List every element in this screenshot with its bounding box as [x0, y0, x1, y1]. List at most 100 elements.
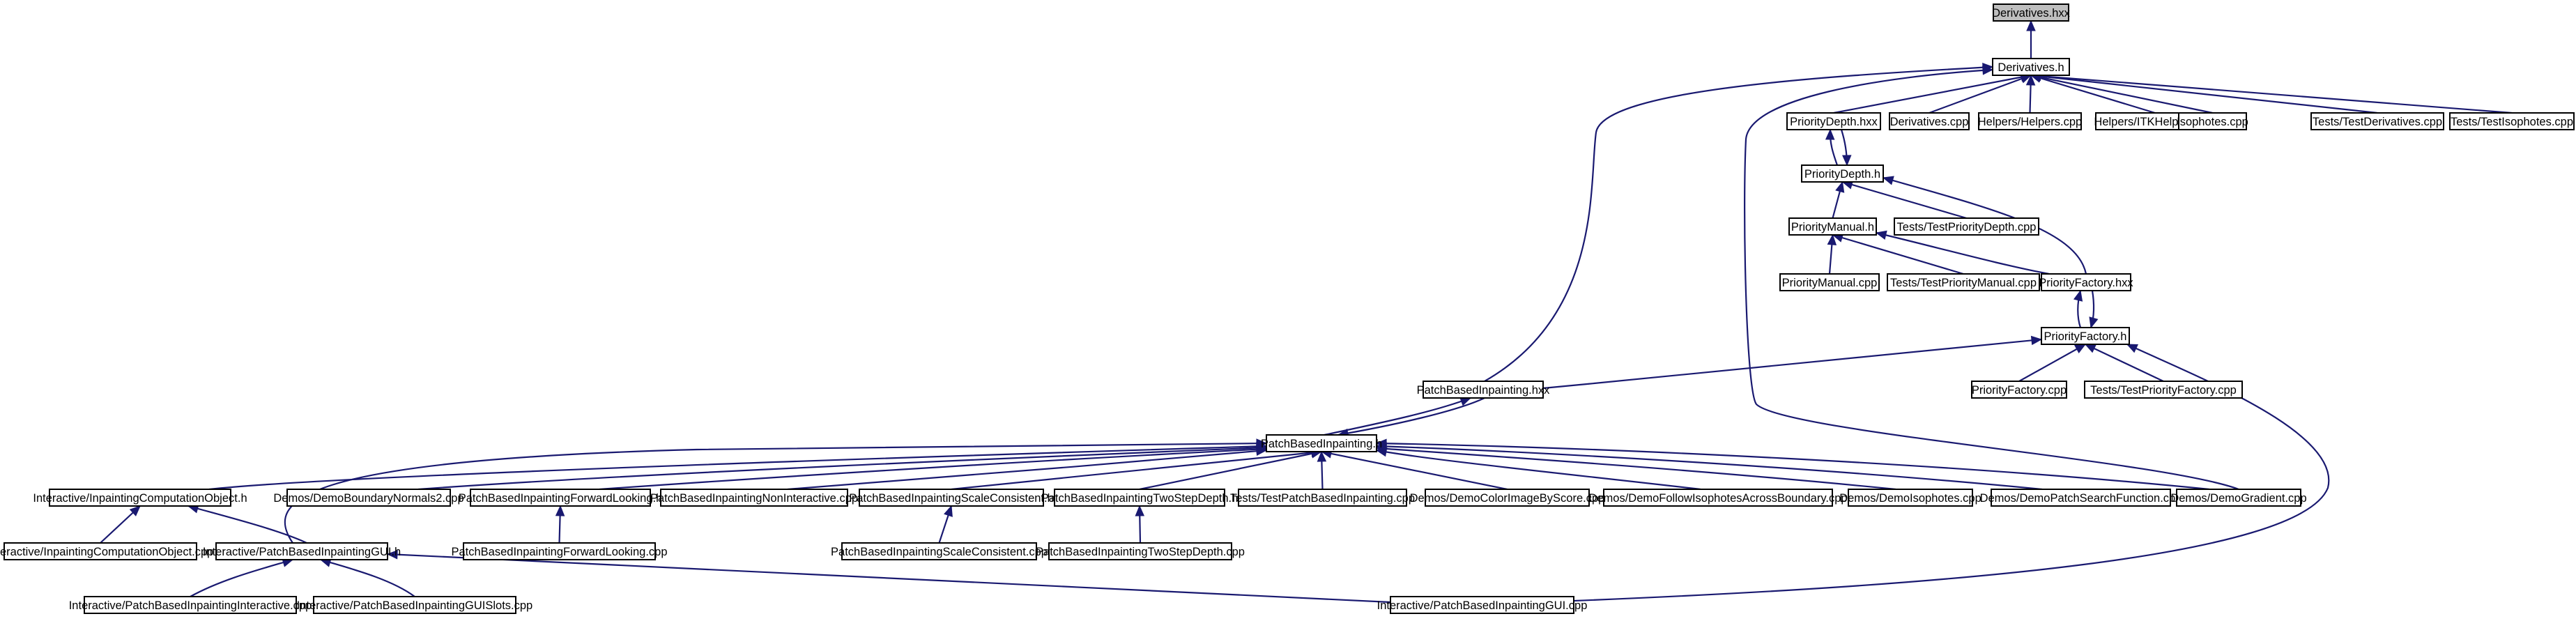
node-demos-demoisophotes-cpp-box[interactable] [1848, 489, 1973, 507]
node-helpers-helpers-cpp-box[interactable] [1978, 112, 2082, 130]
node-tests-testpatchbasedinpainting-cpp[interactable]: Tests/TestPatchBasedInpainting.cpp [1230, 489, 1415, 507]
node-patchbasedinpainting-h-box[interactable] [1266, 434, 1377, 452]
node-derivatives-h-box[interactable] [1992, 58, 2070, 76]
node-tests-testprioritydepth-cpp-box[interactable] [1894, 217, 2039, 236]
node-demos-demogradient-cpp-box[interactable] [2176, 489, 2301, 507]
node-patchbasedinpaintingscaleconsistent-h[interactable]: PatchBasedInpaintingScaleConsistent.h [849, 489, 1054, 507]
edge-demos-demoboundarynormals2-cpp-to-patchbasedinpainting-h-line [417, 446, 1267, 491]
node-derivatives-h[interactable]: Derivatives.h [1992, 58, 2070, 76]
node-prioritydepth-h-box[interactable] [1801, 164, 1884, 183]
node-patchbasedinpaintingforwardlooking-cpp-box[interactable] [463, 542, 656, 560]
node-derivatives-hxx-box[interactable] [1993, 3, 2069, 22]
node-patchbasedinpaintingnoninteractive-cpp[interactable]: PatchBasedInpaintingNonInteractive.cpp [650, 489, 858, 507]
node-tests-testisophotes-cpp[interactable]: Tests/TestIsophotes.cpp [2449, 112, 2575, 130]
node-priorityfactory-hxx[interactable]: PriorityFactory.hxx [2039, 273, 2133, 291]
node-tests-testisophotes-cpp-box[interactable] [2449, 112, 2575, 130]
node-interactive-patchbasedinpaintingguislots-cpp-box[interactable] [313, 596, 516, 614]
node-derivatives-hxx[interactable]: Derivatives.hxx [1992, 3, 2071, 22]
node-demos-demopatchsearchfunction-cpp-box[interactable] [1991, 489, 2171, 507]
edge-interactive-patchbasedinpaintinggui-h-to-interactive-inpaintingcomputationobject-h-line [187, 505, 307, 544]
edge-patchbasedinpaintingforwardlooking-cpp-to-patchbasedinpaintingforwardlooking-h-arrowhead-shape [555, 505, 565, 516]
node-tests-testprioritymanual-cpp-box[interactable] [1887, 273, 2040, 291]
edge-demos-demogradient-cpp-to-patchbasedinpainting-h [1375, 438, 2210, 491]
node-interactive-inpaintingcomputationobject-h-box[interactable] [49, 489, 231, 507]
node-prioritymanual-cpp[interactable]: PriorityManual.cpp [1779, 273, 1880, 291]
edge-tests-testprioritymanual-cpp-to-prioritymanual-h-line [1832, 233, 1964, 275]
node-patchbasedinpaintingforwardlooking-cpp[interactable]: PatchBasedInpaintingForwardLooking.cpp [451, 542, 668, 560]
node-demos-demofollowisophotesacrossboundary-cpp[interactable]: Demos/DemoFollowIsophotesAcrossBoundary.… [1588, 489, 1848, 507]
node-interactive-patchbasedinpaintinginteractive-cpp-box[interactable] [84, 596, 297, 614]
node-prioritymanual-h[interactable]: PriorityManual.h [1788, 217, 1877, 236]
node-patchbasedinpaintingforwardlooking-h[interactable]: PatchBasedInpaintingForwardLooking.h [459, 489, 663, 507]
node-tests-testpatchbasedinpainting-cpp-box[interactable] [1238, 489, 1407, 507]
edge-priorityfactory-cpp-to-priorityfactory-h-line [2018, 344, 2086, 382]
node-derivatives-cpp[interactable]: Derivatives.cpp [1889, 112, 1970, 130]
node-priorityfactory-cpp-box[interactable] [1971, 381, 2067, 399]
node-demos-democolorimagebyscore-cpp[interactable]: Demos/DemoColorImageByScore.cpp [1410, 489, 1605, 507]
node-demos-demoisophotes-cpp[interactable]: Demos/DemoIsophotes.cpp [1839, 489, 1981, 507]
node-interactive-patchbasedinpaintinggui-h-box[interactable] [215, 542, 388, 560]
node-interactive-inpaintingcomputationobject-cpp[interactable]: Interactive/InpaintingComputationObject.… [0, 542, 213, 560]
node-patchbasedinpaintingtwostepdepth-cpp[interactable]: PatchBasedInpaintingTwoStepDepth.cpp [1036, 542, 1245, 560]
node-patchbasedinpaintingnoninteractive-cpp-box[interactable] [660, 489, 848, 507]
edge-priorityfactory-cpp-to-priorityfactory-h-arrowhead-shape [2074, 344, 2087, 353]
node-patchbasedinpaintingforwardlooking-h-box[interactable] [470, 489, 651, 507]
node-isophotes-cpp-box[interactable] [2178, 112, 2247, 130]
node-patchbasedinpainting-hxx-box[interactable] [1423, 381, 1544, 399]
edge-demos-demofollowisophotesacrossboundary-cpp-to-patchbasedinpainting-h-line [1376, 449, 1701, 491]
edge-priorityfactory-hxx-to-prioritymanual-h [1875, 230, 2050, 275]
edge-patchbasedinpainting-hxx-to-derivatives-h-line [1484, 66, 1993, 382]
node-derivatives-cpp-box[interactable] [1889, 112, 1970, 130]
node-derivatives-cpp-label: Derivatives.cpp [1890, 116, 1969, 128]
node-patchbasedinpaintingscaleconsistent-h-box[interactable] [859, 489, 1044, 507]
node-interactive-patchbasedinpaintinginteractive-cpp[interactable]: Interactive/PatchBasedInpaintingInteract… [69, 596, 312, 614]
node-demos-demogradient-cpp[interactable]: Demos/DemoGradient.cpp [2170, 489, 2307, 507]
node-prioritymanual-cpp-box[interactable] [1779, 273, 1880, 291]
node-patchbasedinpaintingscaleconsistent-cpp-box[interactable] [841, 542, 1037, 560]
node-patchbasedinpaintingscaleconsistent-cpp[interactable]: PatchBasedInpaintingScaleConsistent.cpp [831, 542, 1048, 560]
node-patchbasedinpaintingtwostepdepth-cpp-box[interactable] [1048, 542, 1232, 560]
edge-patchbasedinpaintingnoninteractive-cpp-to-patchbasedinpainting-h-line [787, 449, 1267, 491]
node-demos-demofollowisophotesacrossboundary-cpp-box[interactable] [1603, 489, 1833, 507]
node-tests-testprioritymanual-cpp[interactable]: Tests/TestPriorityManual.cpp [1887, 273, 2040, 291]
edge-isophotes-cpp-to-derivatives-h [2030, 72, 2213, 114]
node-priorityfactory-h[interactable]: PriorityFactory.h [2041, 327, 2130, 345]
node-prioritydepth-hxx-box[interactable] [1786, 112, 1881, 130]
node-interactive-patchbasedinpaintinggui-cpp[interactable]: Interactive/PatchBasedInpaintingGUI.cpp [1377, 596, 1588, 614]
node-patchbasedinpaintingtwostepdepth-h-box[interactable] [1054, 489, 1225, 507]
node-priorityfactory-hxx-box[interactable] [2041, 273, 2131, 291]
edge-priorityfactory-hxx-to-prioritymanual-h-arrowhead-shape [1875, 230, 1887, 240]
edge-tests-testprioritydepth-cpp-to-prioritydepth-h-line [1842, 181, 1967, 220]
node-priorityfactory-h-box[interactable] [2041, 327, 2130, 345]
node-tests-testderivatives-cpp[interactable]: Tests/TestDerivatives.cpp [2310, 112, 2444, 130]
node-tests-testderivatives-cpp-box[interactable] [2310, 112, 2444, 130]
node-prioritydepth-h[interactable]: PriorityDepth.h [1801, 164, 1884, 183]
edge-tests-testpatchbasedinpainting-cpp-to-patchbasedinpainting-h [1317, 450, 1327, 490]
node-patchbasedinpaintingscaleconsistent-h-label: PatchBasedInpaintingScaleConsistent.h [849, 492, 1054, 505]
node-patchbasedinpaintingtwostepdepth-h[interactable]: PatchBasedInpaintingTwoStepDepth.h [1041, 489, 1239, 507]
node-prioritymanual-h-box[interactable] [1788, 217, 1877, 236]
node-patchbasedinpainting-hxx[interactable]: PatchBasedInpainting.hxx [1417, 381, 1551, 399]
node-tests-testprioritydepth-cpp[interactable]: Tests/TestPriorityDepth.cpp [1894, 217, 2039, 236]
node-priorityfactory-cpp[interactable]: PriorityFactory.cpp [1971, 381, 2067, 399]
node-interactive-inpaintingcomputationobject-cpp-box[interactable] [3, 542, 197, 560]
node-prioritydepth-hxx[interactable]: PriorityDepth.hxx [1786, 112, 1881, 130]
node-demos-democolorimagebyscore-cpp-box[interactable] [1425, 489, 1590, 507]
node-interactive-patchbasedinpaintinggui-cpp-box[interactable] [1390, 596, 1574, 614]
edge-priorityfactory-cpp-to-priorityfactory-h-arrowhead [2074, 344, 2087, 353]
node-demos-demopatchsearchfunction-cpp[interactable]: Demos/DemoPatchSearchFunction.cpp [1980, 489, 2182, 507]
edge-patchbasedinpaintingnoninteractive-cpp-to-patchbasedinpainting-h-arrowhead [1255, 446, 1268, 456]
node-interactive-patchbasedinpaintinggui-h[interactable]: Interactive/PatchBasedInpaintingGUI.h [203, 542, 401, 560]
node-interactive-patchbasedinpaintingguislots-cpp[interactable]: Interactive/PatchBasedInpaintingGUISlots… [297, 596, 532, 614]
node-demos-demoboundarynormals2-cpp[interactable]: Demos/DemoBoundaryNormals2.cpp [273, 489, 464, 507]
node-tests-testpriorityfactory-cpp-box[interactable] [2084, 381, 2243, 399]
node-demos-demoisophotes-cpp-label: Demos/DemoIsophotes.cpp [1839, 492, 1981, 505]
edge-isophotes-cpp-to-derivatives-h-line [2030, 74, 2213, 114]
edge-interactive-patchbasedinpaintinggui-h-to-patchbasedinpainting-h-arrowhead-shape [1256, 438, 1268, 448]
node-tests-testpriorityfactory-cpp[interactable]: Tests/TestPriorityFactory.cpp [2084, 381, 2243, 399]
node-patchbasedinpainting-h[interactable]: PatchBasedInpainting.h [1261, 434, 1382, 452]
node-demos-demoboundarynormals2-cpp-box[interactable] [286, 489, 451, 507]
node-helpers-helpers-cpp[interactable]: Helpers/Helpers.cpp [1978, 112, 2082, 130]
node-isophotes-cpp[interactable]: Isophotes.cpp [2177, 112, 2248, 130]
node-interactive-inpaintingcomputationobject-h[interactable]: Interactive/InpaintingComputationObject.… [33, 489, 247, 507]
